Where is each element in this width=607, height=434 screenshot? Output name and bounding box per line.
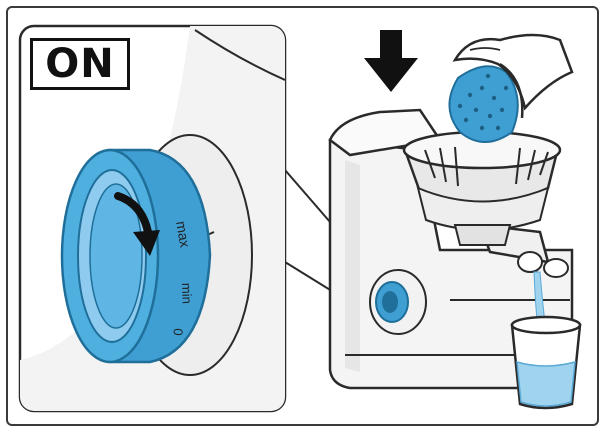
down-arrow-icon (364, 30, 418, 92)
juicer-machine (328, 108, 574, 390)
rotate-arrow-icon (114, 192, 160, 256)
juice-glass (510, 315, 582, 410)
dial-mark-max: max (173, 220, 193, 249)
dial-mark-zero: 0 (170, 328, 186, 337)
citrus-fruit (448, 65, 519, 143)
dial-mark-min: min (179, 283, 195, 304)
on-status-label: ON (30, 38, 130, 90)
zoom-panel (18, 24, 287, 413)
hand (452, 33, 574, 119)
